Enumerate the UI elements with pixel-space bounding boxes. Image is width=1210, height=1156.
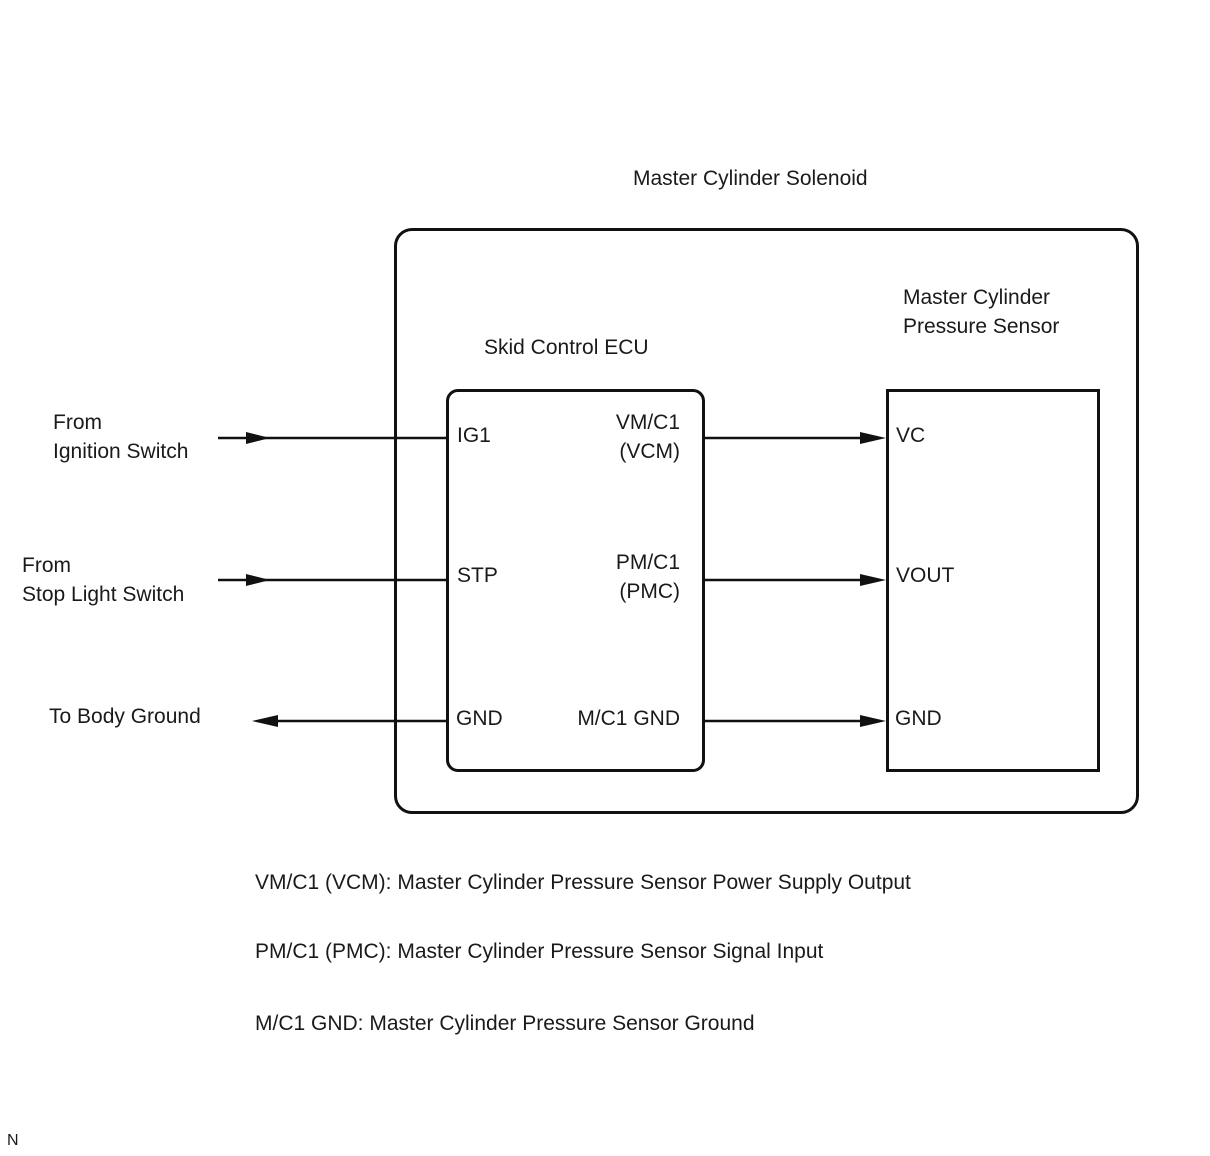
arrow-vcm (860, 432, 886, 444)
pin-pmc1: PM/C1 (PMC) (615, 551, 680, 603)
legend-pmc1: PM/C1 (PMC): Master Cylinder Pressure Se… (255, 940, 824, 963)
pin-gnd-sensor: GND (895, 707, 942, 730)
arrow-pmc (860, 574, 886, 586)
solenoid-title: Master Cylinder Solenoid (633, 167, 868, 190)
sensor-title: Master Cylinder Pressure Sensor (903, 286, 1060, 338)
label-to-body-ground: To Body Ground (49, 705, 201, 728)
arrow-body-ground (252, 715, 278, 727)
arrow-mc1-gnd (860, 715, 886, 727)
label-from-stop-light-switch: From Stop Light Switch (22, 554, 185, 606)
pin-vc: VC (896, 424, 926, 447)
pin-gnd-ecu: GND (456, 707, 503, 730)
pressure-sensor-box (886, 389, 1100, 772)
pin-ig1: IG1 (457, 424, 491, 447)
pin-mc1-gnd: M/C1 GND (577, 707, 680, 730)
ecu-title: Skid Control ECU (484, 336, 649, 359)
pin-stp: STP (457, 564, 498, 587)
legend-mc1-gnd: M/C1 GND: Master Cylinder Pressure Senso… (255, 1012, 755, 1035)
legend-vmc1: VM/C1 (VCM): Master Cylinder Pressure Se… (255, 871, 911, 894)
footer-mark: N (7, 1132, 19, 1149)
arrow-stop-light (246, 574, 270, 586)
label-from-ignition-switch: From Ignition Switch (53, 411, 189, 463)
pin-vmc1: VM/C1 (VCM) (615, 411, 680, 463)
pin-vout: VOUT (896, 564, 955, 587)
arrow-ignition (246, 432, 270, 444)
master-cylinder-solenoid-box (394, 228, 1139, 814)
